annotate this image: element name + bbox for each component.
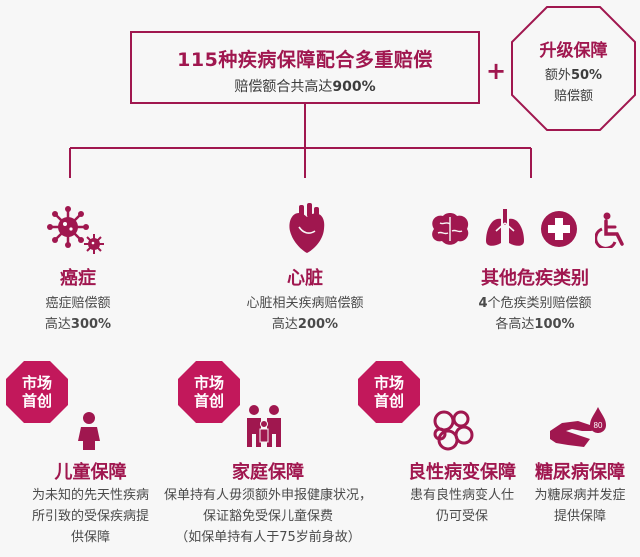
sub-family-line1: 保单持有人毋须额外申报健康状况，	[163, 488, 372, 503]
sub-family-line2: 保证豁免受保儿童保费	[202, 509, 333, 524]
upgrade-octagon	[511, 6, 636, 131]
upgrade-text: 升级保障 额外50% 赔偿额	[510, 36, 637, 104]
heart-icon	[289, 203, 325, 253]
category-other-line2: 各高达100%	[495, 317, 575, 332]
sub-benign-line1: 患有良性病变人仕	[409, 488, 514, 503]
badge-text-2: 市场首创	[193, 374, 224, 410]
sub-diabetes-line2: 提供保障	[553, 509, 606, 524]
coverage-subtitle: 赔偿额合共高达900%	[234, 79, 376, 95]
coverage-title: 115种疾病保障配合多重赔偿	[177, 49, 433, 71]
wheelchair-icon	[595, 212, 624, 248]
category-cancer-line2: 高达300%	[44, 317, 112, 332]
plus-sign: +	[486, 57, 507, 85]
coverage-summary-box: 115种疾病保障配合多重赔偿 赔偿额合共高达900%	[130, 31, 480, 104]
connector-lines	[69, 104, 532, 178]
category-other-title: 其他危疾类别	[481, 268, 589, 289]
badge-text-1: 市场首创	[21, 374, 52, 410]
sub-children: 儿童保障 为未知的先天性疾病 所引致的受保疾病提 供保障	[8, 458, 173, 548]
svg-text:80: 80	[594, 421, 603, 430]
sub-children-line3: 供保障	[70, 530, 110, 545]
category-cancer: 癌症 癌症赔偿额 高达300%	[0, 264, 156, 335]
category-heart-title: 心脏	[287, 268, 323, 289]
sub-diabetes-title: 糖尿病保障	[535, 462, 625, 483]
sub-children-line2: 所引致的受保疾病提	[31, 509, 149, 524]
category-cancer-title: 癌症	[60, 268, 96, 289]
market-first-badge-1	[6, 361, 68, 423]
child-icon	[78, 412, 100, 450]
sub-family-line3: （如保单持有人于75岁前身故）	[175, 530, 361, 545]
category-heart: 心脏 心脏相关疾病赔偿额 高达200%	[225, 264, 385, 335]
badge-text-3: 市场首创	[373, 374, 404, 410]
upgrade-title: 升级保障	[539, 41, 608, 61]
category-heart-line1: 心脏相关疾病赔偿额	[246, 296, 364, 311]
sub-children-title: 儿童保障	[54, 462, 127, 483]
sub-diabetes-line1: 为糖尿病并发症	[534, 488, 626, 503]
market-first-badge-2	[178, 361, 240, 423]
market-first-badge-3	[358, 361, 420, 423]
sub-diabetes: 糖尿病保障 为糖尿病并发症 提供保障	[520, 458, 640, 527]
family-icon	[247, 405, 281, 447]
cells-icon	[433, 410, 474, 451]
virus-icon	[47, 206, 104, 254]
sub-family-title: 家庭保障	[232, 462, 304, 483]
category-cancer-line1: 癌症赔偿额	[45, 296, 111, 311]
category-other-line1: 4个危疾类别赔偿额	[478, 296, 592, 311]
brain-icon	[432, 213, 469, 245]
sub-children-line1: 为未知的先天性疾病	[31, 488, 149, 503]
sub-benign-title: 良性病变保障	[408, 462, 516, 483]
diabetes-icon: 80	[550, 407, 606, 447]
category-heart-line2: 高达200%	[271, 317, 339, 332]
sub-benign-line2: 仍可受保	[435, 509, 488, 524]
sub-benign: 良性病变保障 患有良性病变人仕 仍可受保	[392, 458, 532, 527]
sub-family: 家庭保障 保单持有人毋须额外申报健康状况， 保证豁免受保儿童保费 （如保单持有人…	[158, 458, 378, 548]
upgrade-line2: 赔偿额	[553, 89, 593, 104]
category-other: 其他危疾类别 4个危疾类别赔偿额 各高达100%	[455, 264, 615, 335]
upgrade-line1: 额外50%	[544, 68, 603, 83]
medical-cross-icon	[541, 211, 577, 247]
lungs-icon	[486, 209, 524, 246]
